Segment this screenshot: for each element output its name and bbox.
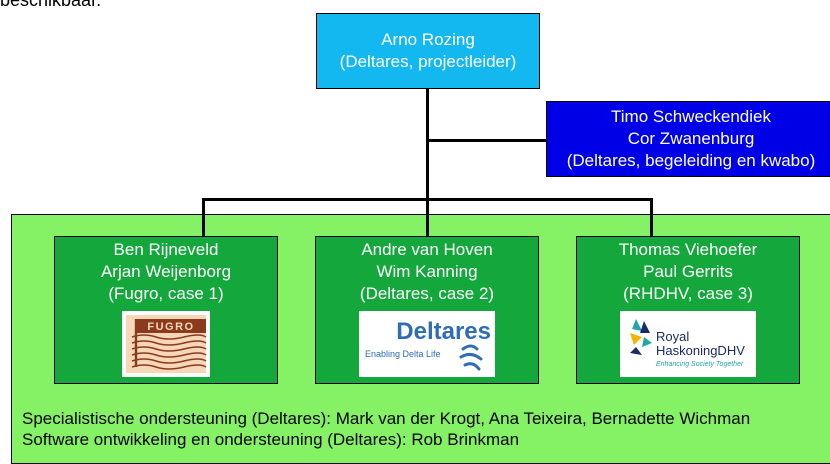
- rhdhv-logo-tagline: Enhancing Society Together: [656, 361, 744, 368]
- case-2-box: Andre van Hoven Wim Kanning (Deltares, c…: [315, 236, 539, 384]
- case-1-box: Ben Rijneveld Arjan Weijenborg (Fugro, c…: [54, 236, 278, 384]
- rhdhv-logo-text-2: HaskoningDHV: [656, 343, 745, 358]
- connector-drop-case-2: [426, 198, 429, 238]
- case-1-line-2: Arjan Weijenborg: [100, 262, 232, 281]
- case-1-line-3: (Fugro, case 1): [108, 284, 224, 303]
- deltares-logo-text: Deltares: [396, 318, 491, 345]
- case-3-line-3: (RHDHV, case 3): [623, 284, 753, 303]
- connector-supervision: [427, 139, 547, 142]
- project-leader-name: Arno Rozing: [381, 30, 475, 49]
- deltares-wave-icon: [459, 344, 483, 371]
- case-2-line-3: (Deltares, case 2): [359, 284, 495, 303]
- fugro-logo: FUGRO: [122, 311, 210, 377]
- fugro-logo-graphic: FUGRO: [126, 315, 207, 373]
- rhdhv-star-icon: [630, 319, 652, 355]
- connector-vertical-main: [426, 89, 429, 200]
- cut-off-top-text: beschikbaar.: [0, 0, 102, 10]
- project-leader-box: Arno Rozing (Deltares, projectleider): [316, 13, 540, 89]
- deltares-logo: Deltares Enabling Delta Life: [359, 311, 495, 377]
- supervision-line-1: Timo Schweckendiek: [611, 107, 771, 126]
- supervision-box: Timo Schweckendiek Cor Zwanenburg (Delta…: [546, 101, 830, 177]
- deltares-logo-graphic: Deltares Enabling Delta Life: [365, 318, 491, 371]
- case-2-line-2: Wim Kanning: [376, 262, 478, 281]
- connector-drop-case-1: [202, 198, 205, 238]
- rhdhv-logo-graphic: Royal HaskoningDHV Enhancing Society Tog…: [630, 319, 745, 368]
- footer-line-2: Software ontwikkeling en ondersteuning (…: [22, 430, 520, 449]
- case-3-line-2: Paul Gerrits: [643, 262, 733, 281]
- case-3-box: Thomas Viehoefer Paul Gerrits (RHDHV, ca…: [576, 236, 800, 384]
- rhdhv-logo: Royal HaskoningDHV Enhancing Society Tog…: [620, 311, 756, 377]
- supervision-line-2: Cor Zwanenburg: [627, 129, 755, 148]
- case-1-line-1: Ben Rijneveld: [113, 240, 219, 259]
- supervision-line-3: (Deltares, begeleiding en kwabo): [566, 151, 816, 170]
- case-2-line-1: Andre van Hoven: [361, 240, 493, 259]
- deltares-logo-tagline: Enabling Delta Life: [365, 349, 441, 359]
- footer-line-1: Specialistische ondersteuning (Deltares)…: [22, 409, 751, 428]
- case-3-line-1: Thomas Viehoefer: [618, 240, 758, 259]
- rhdhv-logo-text-1: Royal: [656, 329, 689, 344]
- project-leader-role: (Deltares, projectleider): [339, 52, 517, 71]
- connector-drop-case-3: [650, 198, 653, 238]
- fugro-logo-text: FUGRO: [147, 321, 194, 333]
